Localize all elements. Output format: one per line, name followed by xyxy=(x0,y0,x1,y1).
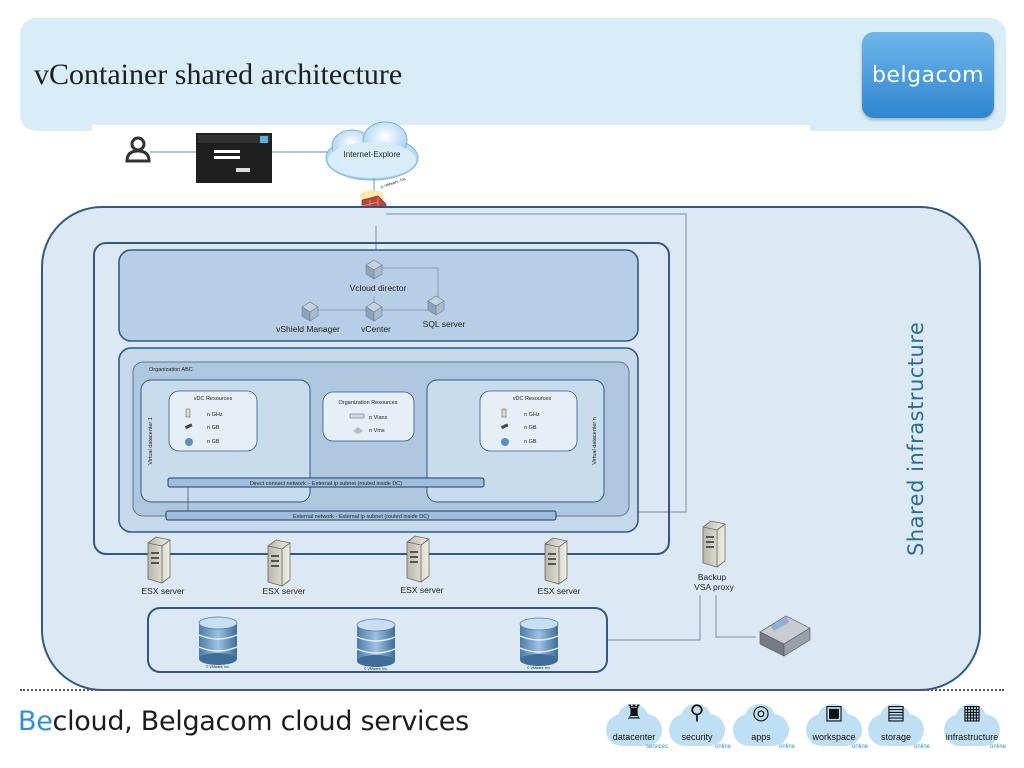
memory-icon xyxy=(500,423,509,430)
memory-icon xyxy=(184,423,193,430)
backup-appliance-icon xyxy=(759,615,811,657)
vdc-right-side-label: Virtual datacenter n xyxy=(592,417,598,465)
slide-title: vContainer shared architecture xyxy=(34,58,403,91)
footer-brand-text: cloud, Belgacom cloud services xyxy=(52,706,470,737)
esx-server-3-label: ESX server xyxy=(401,585,444,595)
vdc-left-item-memory: n GB xyxy=(207,425,220,431)
vsa-proxy-label: VSA proxy xyxy=(694,582,734,592)
vcloud-director-label: Vcloud director xyxy=(350,283,407,293)
storage-disk-3-icon xyxy=(519,617,559,667)
service-datacenter[interactable]: ♜ datacenter services xyxy=(598,696,670,756)
service-security[interactable]: ⚲ security online xyxy=(661,696,733,756)
vdc-left-side-label: Virtual datacenter 1 xyxy=(148,417,154,465)
vdc-left-item-storage: n GB xyxy=(207,439,220,445)
vshield-label: vShield Manager xyxy=(276,324,340,334)
esx-server-2-label: ESX server xyxy=(263,586,306,596)
vcloud-cluster-box xyxy=(93,242,670,555)
service-infrastructure[interactable]: ▦ infrastructure online xyxy=(944,702,1006,750)
vdc-left-item-cpu: n GHz xyxy=(207,412,223,418)
esx-server-1-icon xyxy=(147,536,171,584)
management-box xyxy=(118,249,639,342)
vm-icon xyxy=(353,427,363,434)
backup-label: Backup xyxy=(698,572,727,582)
storage-caption-1: © VMware, Inc. xyxy=(206,665,230,669)
esx-server-3-icon xyxy=(406,535,430,583)
org-resources-box xyxy=(322,391,415,442)
organization-label: Organization ABC xyxy=(149,367,193,373)
storage-caption-2: © VMware, Inc. xyxy=(364,667,388,671)
direct-connect-network-bar xyxy=(167,477,485,488)
internet-cloud-icon xyxy=(325,121,419,181)
org-resources-vlans: n Vlans xyxy=(369,415,388,421)
org-resources-title: Organization Resources xyxy=(338,400,397,406)
vcenter-label: vCenter xyxy=(361,324,391,334)
external-network-label: External network - External ip subnet (r… xyxy=(293,514,429,520)
infrastructure-icon: ▦ xyxy=(962,702,982,724)
disk-icon xyxy=(185,438,193,446)
logo-text: belgacom xyxy=(871,62,985,88)
footer-divider xyxy=(20,689,1004,691)
service-storage[interactable]: ▤ storage online xyxy=(860,696,932,756)
storage-caption-3: © VMware, Inc. xyxy=(527,666,551,670)
esx-server-1-label: ESX server xyxy=(142,586,185,596)
vlan-icon xyxy=(349,413,365,419)
belgacom-logo: belgacom xyxy=(862,32,994,118)
vdc-right-item-storage: n GB xyxy=(524,439,537,445)
title-band xyxy=(20,18,1006,135)
disk-icon xyxy=(501,438,509,446)
storage-disk-2-icon xyxy=(356,618,396,668)
esx-server-2-icon xyxy=(267,539,291,587)
esx-server-4-icon xyxy=(544,537,568,585)
cpu-icon xyxy=(501,408,507,418)
backup-server-icon xyxy=(702,520,726,568)
org-resources-vms: n Vms xyxy=(369,428,385,434)
footer-title: Becloud, Belgacom cloud services xyxy=(18,706,469,737)
vdc-left-resources-title: vDC Resources xyxy=(194,396,233,402)
esx-server-4-label: ESX server xyxy=(538,586,581,596)
shared-infrastructure-label: Shared infrastructure xyxy=(904,321,928,556)
cloud-label: Internet-Explore xyxy=(344,150,401,159)
vdc-right-item-memory: n GB xyxy=(524,425,537,431)
service-apps[interactable]: ◎ apps online xyxy=(725,696,797,756)
security-icon: ⚲ xyxy=(689,702,705,724)
apps-icon: ◎ xyxy=(752,702,770,724)
vdc-left-resources-box xyxy=(168,390,258,452)
vdc-right-item-cpu: n GHz xyxy=(524,412,540,418)
footer-brand-be: Be xyxy=(18,706,53,737)
vdc-right-resources-box xyxy=(479,390,578,452)
workspace-icon: ▣ xyxy=(824,702,844,724)
cpu-icon xyxy=(185,408,191,418)
user-icon xyxy=(125,136,151,163)
sql-label: SQL server xyxy=(423,319,466,329)
vdc-right-resources-title: vDC Resources xyxy=(513,396,552,402)
service-workspace[interactable]: ▣ workspace online xyxy=(798,696,870,756)
external-network-bar xyxy=(165,510,557,521)
storage-disk-1-icon xyxy=(198,616,238,666)
direct-connect-network-label: Direct connect network – External ip sub… xyxy=(250,481,402,487)
datacenter-icon: ♜ xyxy=(625,702,643,724)
login-screen-image xyxy=(196,133,272,183)
storage-icon: ▤ xyxy=(886,702,906,724)
